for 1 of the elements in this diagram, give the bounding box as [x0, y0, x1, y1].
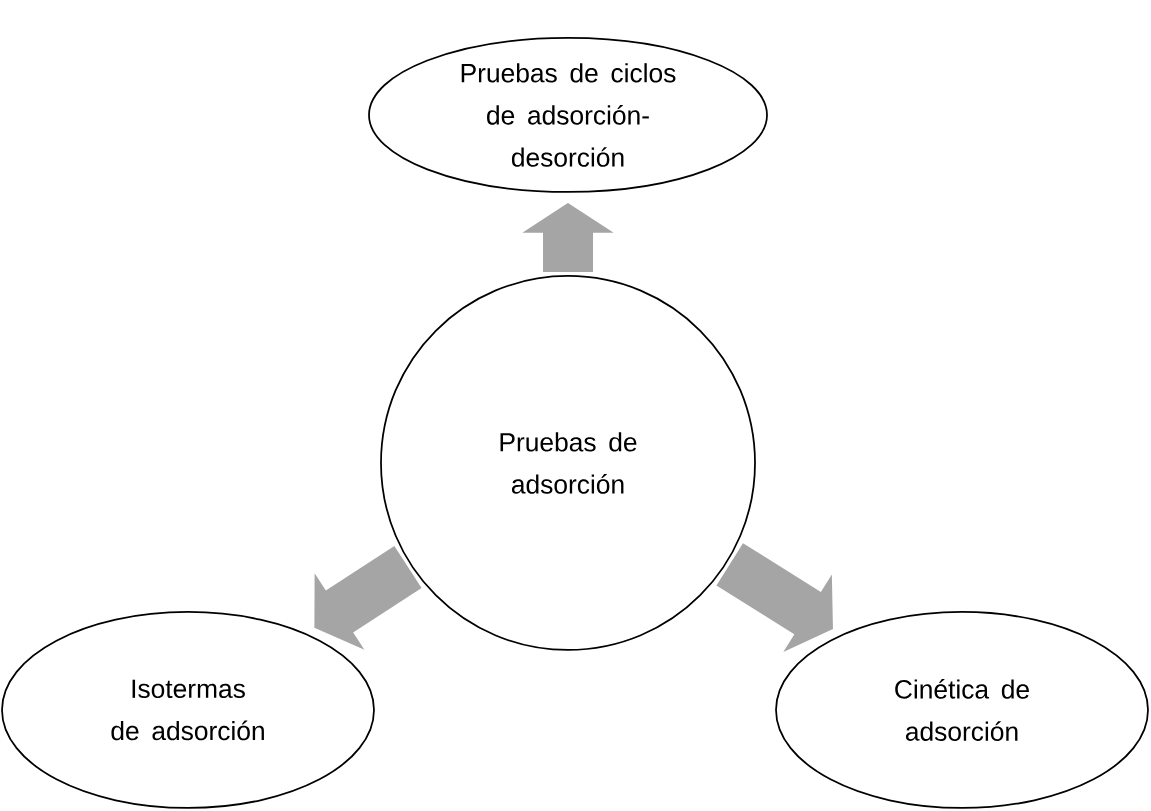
block-arrow	[314, 546, 422, 650]
